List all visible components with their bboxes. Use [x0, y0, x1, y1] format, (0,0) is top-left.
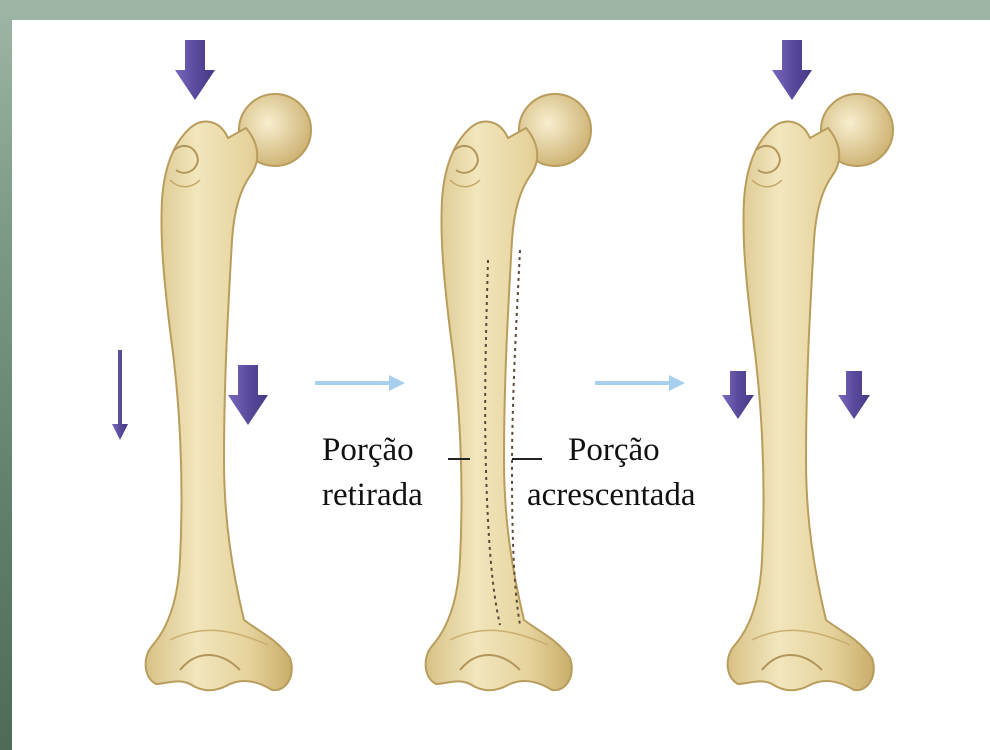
removed-portion-label-line2: retirada: [322, 476, 423, 514]
down-arrow-icon: [112, 350, 128, 440]
right-arrow-icon: [595, 375, 685, 391]
down-arrow-icon: [228, 365, 268, 425]
down-arrow-icon: [722, 371, 754, 419]
femur-remodeled: [728, 94, 893, 690]
down-arrow-icon: [838, 371, 870, 419]
added-portion-label-line2: acrescentada: [527, 476, 696, 514]
down-arrow-icon: [175, 40, 215, 100]
femur-original: [146, 94, 311, 690]
femur-remodeling: [426, 94, 591, 690]
right-arrow-icon: [315, 375, 405, 391]
added-portion-label-line1: Porção: [568, 431, 660, 469]
removed-portion-label-line1: Porção: [322, 431, 414, 469]
down-arrow-icon: [772, 40, 812, 100]
